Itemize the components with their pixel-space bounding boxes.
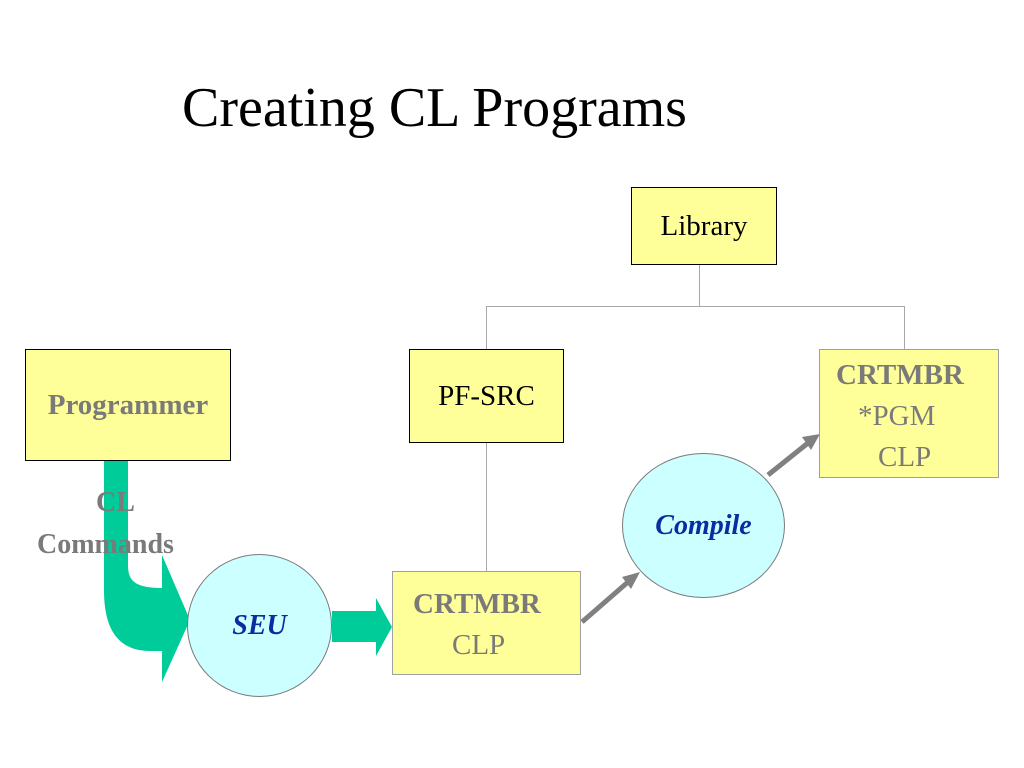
green-flow-arrow-programmer-to-seu [104,460,190,682]
seu-circle: SEU [187,554,332,697]
crtmbr-pgm-line1: CRTMBR [836,359,964,391]
compile-label: Compile [655,509,752,541]
grey-arrow-crtmbr-to-compile [580,580,630,624]
cl-commands-line2: Commands [37,529,174,560]
pf-src-label: PF-SRC [438,379,535,412]
cl-commands-line1: CL [96,487,135,518]
library-box: Library [631,187,777,265]
connector-crtmbr-pgm-up [904,306,905,350]
crtmbr-src-line1: CRTMBR [413,588,541,620]
green-arrow-seu-to-crtmbr [332,598,392,656]
grey-arrowhead-compile [622,572,640,589]
library-label: Library [660,209,748,242]
slide-title: Creating CL Programs [182,77,687,139]
seu-label: SEU [232,609,287,641]
programmer-box: Programmer [25,349,231,461]
connector-pf-src-down [486,442,487,572]
crtmbr-src-box: CRTMBR CLP [392,571,581,675]
connector-horizontal [486,306,905,307]
crtmbr-pgm-line2: *PGM [858,400,936,432]
crtmbr-pgm-box: CRTMBR *PGM CLP [819,349,999,478]
connector-library-down [699,264,700,307]
pf-src-box: PF-SRC [409,349,564,443]
crtmbr-pgm-line3: CLP [878,441,932,473]
crtmbr-src-line2: CLP [452,629,506,661]
connector-pf-src-up [486,306,487,349]
compile-circle: Compile [622,453,785,598]
programmer-label: Programmer [47,388,209,421]
grey-arrowhead-crtmbr-pgm [802,434,820,450]
grey-arrow-compile-to-crtmbr-pgm [766,441,810,477]
